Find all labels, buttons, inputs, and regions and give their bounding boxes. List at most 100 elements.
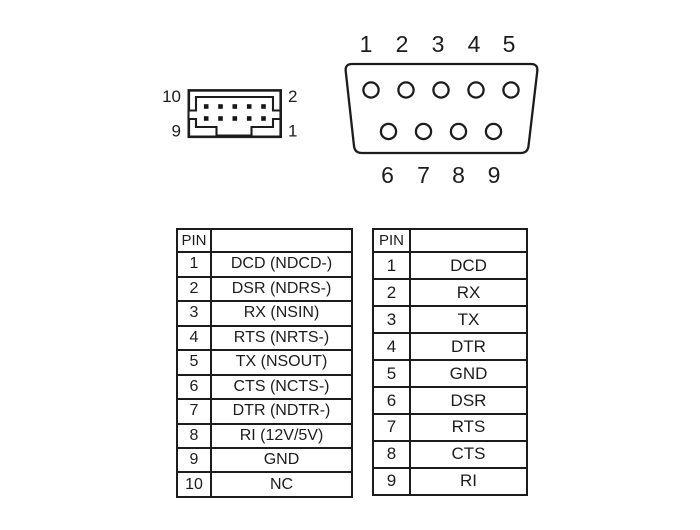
db9-pin-number: 1 xyxy=(360,31,373,57)
db9-pin-number: 4 xyxy=(468,31,481,57)
idc-pin-contact xyxy=(218,116,223,121)
idc-pin-contact xyxy=(246,116,252,121)
pin-number-cell: 8 xyxy=(372,439,411,469)
idc-pin-assignment-table: PIN 1 DCD (NDCD-) 2 DSR (NDRS-) 3 RX (NS… xyxy=(176,227,353,498)
pin-column-header: PIN xyxy=(176,227,212,254)
pin-number-cell: 3 xyxy=(176,300,212,327)
table-row: 10 NC xyxy=(176,471,353,498)
pin-number-cell: 5 xyxy=(176,349,212,376)
idc-pin-contact xyxy=(261,116,266,121)
db9-shell-outline xyxy=(344,62,539,155)
signal-cell: DTR (NDTR-) xyxy=(210,398,353,425)
idc-pin-number-bottom-right: 1 xyxy=(288,122,297,141)
pin-number-cell: 10 xyxy=(176,471,212,498)
pin-number-cell: 7 xyxy=(372,413,411,442)
db9-pin-number: 9 xyxy=(488,162,501,188)
db9-pin-hole xyxy=(397,81,415,99)
table-row: 7 DTR (NDTR-) xyxy=(176,398,353,425)
pin-number-cell: 1 xyxy=(176,251,212,278)
signal-cell: DCD (NDCD-) xyxy=(210,251,353,278)
pin-number-cell: 6 xyxy=(372,386,411,415)
pin-number-cell: 1 xyxy=(372,251,411,281)
signal-cell: NC xyxy=(210,471,353,498)
signal-cell: TX (NSOUT) xyxy=(210,349,353,376)
db9-pin-number: 5 xyxy=(503,31,516,57)
db9-pin-hole xyxy=(502,81,520,99)
db9-pin-hole xyxy=(467,81,485,99)
table-header-row: PIN xyxy=(372,227,528,254)
signal-column-header xyxy=(210,227,353,254)
table-row: 6 DSR xyxy=(372,386,528,415)
table-row: 7 RTS xyxy=(372,413,528,442)
pin-number-cell: 9 xyxy=(176,446,212,474)
signal-cell: RX (NSIN) xyxy=(210,300,353,327)
idc-10pin-connector: 10 9 2 1 xyxy=(162,87,297,141)
signal-cell: DCD xyxy=(409,251,528,281)
db9-pin-number: 6 xyxy=(381,162,394,188)
signal-cell: DSR (NDRS-) xyxy=(210,275,353,303)
idc-pin-contact xyxy=(232,116,238,121)
table-row: 4 RTS (NRTS-) xyxy=(176,324,353,352)
table-row: 6 CTS (NCTS-) xyxy=(176,373,353,401)
signal-cell: GND xyxy=(409,359,528,389)
table-row: 2 RX xyxy=(372,278,528,308)
table-row: 3 TX xyxy=(372,305,528,335)
idc-pin-contact xyxy=(261,104,266,109)
signal-cell: DSR xyxy=(409,386,528,415)
db9-pin-hole xyxy=(484,122,503,141)
pin-number-cell: 2 xyxy=(372,278,411,308)
table-row: 8 RI (12V/5V) xyxy=(176,422,353,450)
idc-pin-contact xyxy=(218,104,223,109)
signal-cell: CTS (NCTS-) xyxy=(210,373,353,401)
pin-number-cell: 8 xyxy=(176,422,212,450)
signal-cell: RI (12V/5V) xyxy=(210,422,353,450)
table-row: 4 DTR xyxy=(372,332,528,362)
pin-number-cell: 7 xyxy=(176,398,212,425)
table-row: 8 CTS xyxy=(372,439,528,469)
db9-pin-hole xyxy=(362,81,380,99)
table-row: 9 RI xyxy=(372,466,528,497)
db9-connector: 1 2 3 4 5 6 7 8 9 xyxy=(344,31,539,188)
idc-pin-number-top-left: 10 xyxy=(162,87,181,106)
pin-column-header: PIN xyxy=(372,227,411,254)
table-row: 2 DSR (NDRS-) xyxy=(176,275,353,303)
idc-pin-number-top-right: 2 xyxy=(288,87,297,106)
table-header-row: PIN xyxy=(176,227,353,254)
pin-number-cell: 5 xyxy=(372,359,411,389)
db9-pin-hole xyxy=(449,122,468,141)
db9-pin-hole xyxy=(432,81,450,99)
signal-cell: RTS (NRTS-) xyxy=(210,324,353,352)
signal-cell: DTR xyxy=(409,332,528,362)
table-row: 1 DCD xyxy=(372,251,528,281)
db9-pin-number: 8 xyxy=(452,162,465,188)
signal-cell: GND xyxy=(210,446,353,474)
signal-column-header xyxy=(409,227,528,254)
db9-pin-assignment-table: PIN 1 DCD 2 RX 3 TX 4 DTR 5 GND 6 DSR 7 xyxy=(372,227,528,497)
pin-number-cell: 3 xyxy=(372,305,411,335)
idc-pin-contact xyxy=(232,104,238,109)
table-row: 1 DCD (NDCD-) xyxy=(176,251,353,278)
pin-number-cell: 4 xyxy=(372,332,411,362)
table-row: 3 RX (NSIN) xyxy=(176,300,353,327)
db9-pin-hole xyxy=(379,122,398,141)
signal-cell: RI xyxy=(409,466,528,497)
db9-pin-number: 7 xyxy=(417,162,430,188)
signal-cell: CTS xyxy=(409,439,528,469)
pin-number-cell: 6 xyxy=(176,373,212,401)
pin-number-cell: 9 xyxy=(372,466,411,497)
db9-pin-number: 2 xyxy=(396,31,409,57)
signal-cell: TX xyxy=(409,305,528,335)
idc-pin-number-bottom-left: 9 xyxy=(172,122,181,141)
idc-pin-contact xyxy=(246,104,252,109)
table-row: 9 GND xyxy=(176,446,353,474)
table-row: 5 TX (NSOUT) xyxy=(176,349,353,376)
pin-number-cell: 2 xyxy=(176,275,212,303)
table-row: 5 GND xyxy=(372,359,528,389)
signal-cell: RTS xyxy=(409,413,528,442)
db9-pin-number: 3 xyxy=(432,31,445,57)
idc-pin-contact xyxy=(203,116,209,121)
signal-cell: RX xyxy=(409,278,528,308)
db9-pin-hole xyxy=(414,122,433,141)
